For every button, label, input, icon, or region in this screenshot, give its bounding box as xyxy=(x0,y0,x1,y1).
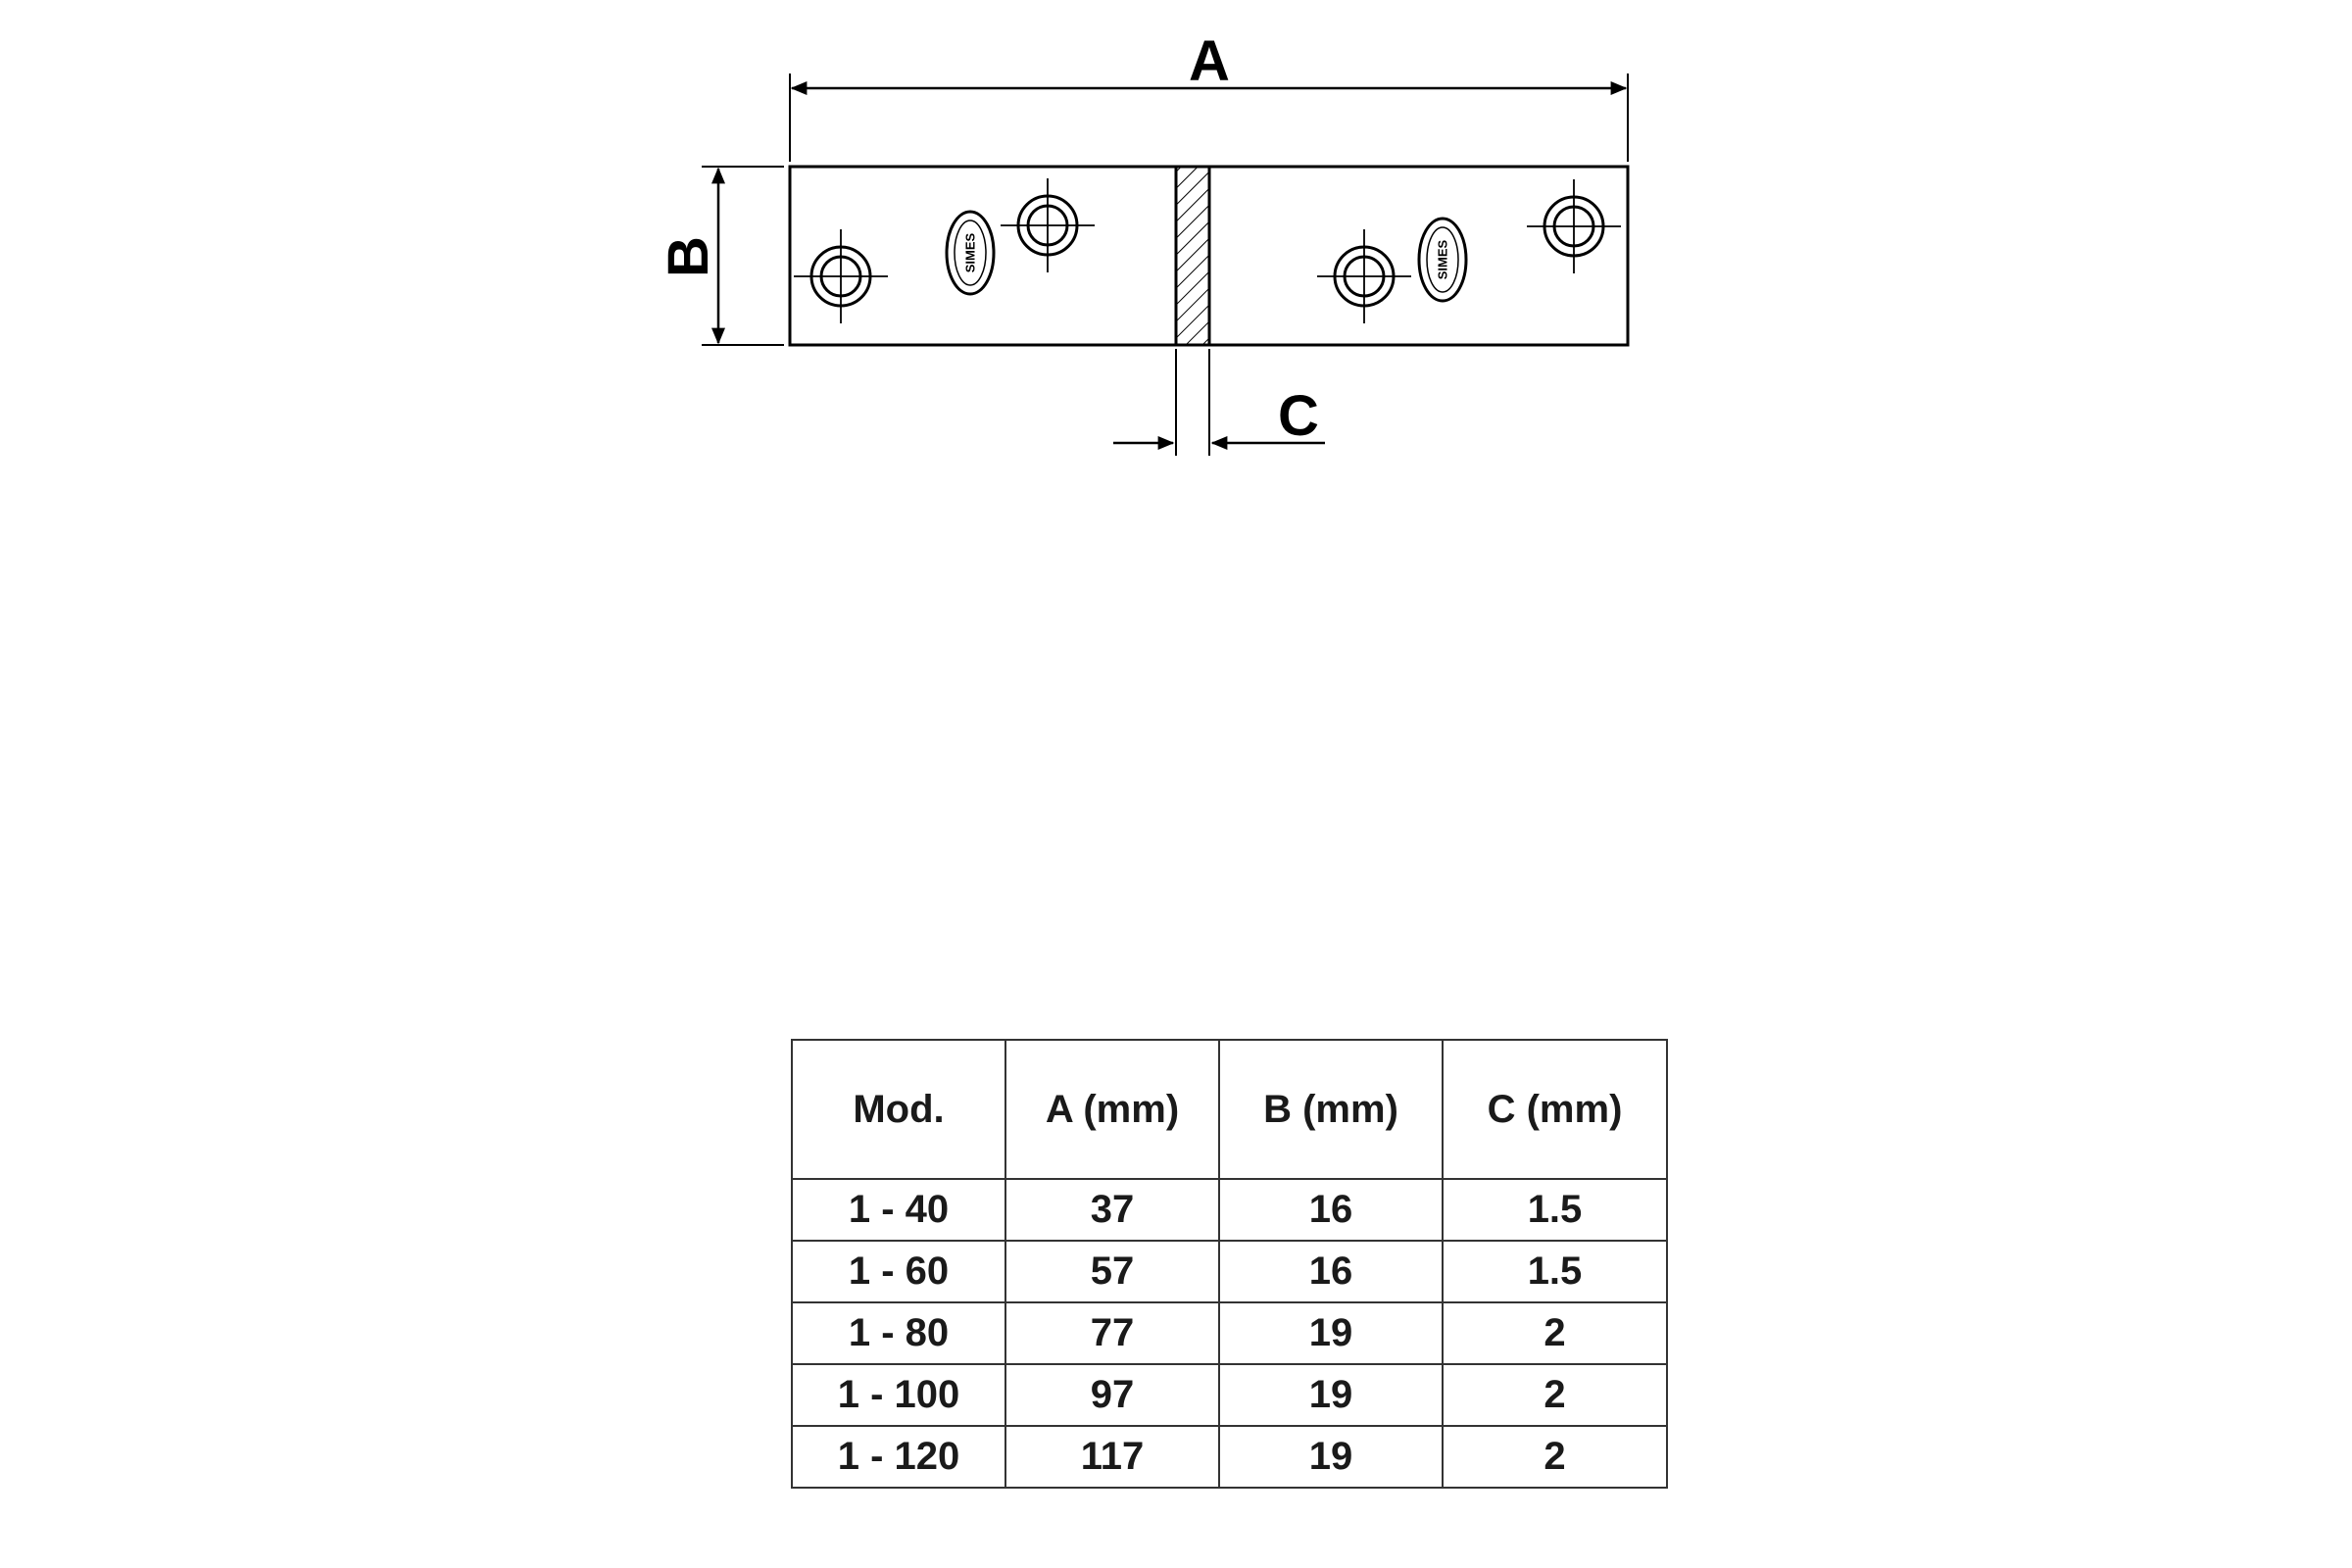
cell-model: 1 - 60 xyxy=(791,1240,1006,1303)
dimension-b: B xyxy=(657,166,784,346)
table-row: 1 - 100 97 19 2 xyxy=(791,1363,1668,1427)
brand-logo: SIMES xyxy=(945,210,996,296)
cell-a: 77 xyxy=(1004,1301,1220,1365)
cell-b: 19 xyxy=(1218,1301,1444,1365)
cell-b: 16 xyxy=(1218,1240,1444,1303)
cell-c: 2 xyxy=(1442,1425,1668,1489)
dimension-a: A xyxy=(789,29,1629,162)
table-header-row: Mod. A (mm) B (mm) C (mm) xyxy=(791,1039,1668,1180)
cell-c: 2 xyxy=(1442,1363,1668,1427)
dimension-c: C xyxy=(1113,349,1325,456)
hinge-technical-drawing: A B C xyxy=(657,29,1630,456)
cell-model: 1 - 120 xyxy=(791,1425,1006,1489)
table-row: 1 - 40 37 16 1.5 xyxy=(791,1178,1668,1242)
dimension-c-label: C xyxy=(1278,384,1319,448)
cell-model: 1 - 100 xyxy=(791,1363,1006,1427)
cell-a: 57 xyxy=(1004,1240,1220,1303)
table-row: 1 - 60 57 16 1.5 xyxy=(791,1240,1668,1303)
header-a-mm: A (mm) xyxy=(1004,1039,1220,1180)
screw-hole xyxy=(1527,179,1621,273)
svg-text:SIMES: SIMES xyxy=(1436,239,1450,279)
header-c-mm: C (mm) xyxy=(1442,1039,1668,1180)
cell-c: 1.5 xyxy=(1442,1178,1668,1242)
header-model: Mod. xyxy=(791,1039,1006,1180)
cell-a: 117 xyxy=(1004,1425,1220,1489)
cell-model: 1 - 80 xyxy=(791,1301,1006,1365)
cell-model: 1 - 40 xyxy=(791,1178,1006,1242)
header-b-mm: B (mm) xyxy=(1218,1039,1444,1180)
cell-b: 19 xyxy=(1218,1363,1444,1427)
cell-c: 1.5 xyxy=(1442,1240,1668,1303)
dimension-b-label: B xyxy=(657,236,720,277)
hinge-barrel xyxy=(1174,165,1211,347)
screw-hole xyxy=(794,229,888,323)
svg-text:SIMES: SIMES xyxy=(963,232,978,272)
screw-hole xyxy=(1317,229,1411,323)
table-row: 1 - 120 117 19 2 xyxy=(791,1425,1668,1489)
cell-b: 19 xyxy=(1218,1425,1444,1489)
screw-hole xyxy=(1001,178,1095,272)
dimensions-table: Mod. A (mm) B (mm) C (mm) 1 - 40 37 16 1… xyxy=(791,1039,1668,1489)
cell-b: 16 xyxy=(1218,1178,1444,1242)
table-row: 1 - 80 77 19 2 xyxy=(791,1301,1668,1365)
cell-a: 37 xyxy=(1004,1178,1220,1242)
cell-c: 2 xyxy=(1442,1301,1668,1365)
dimension-a-label: A xyxy=(1189,29,1230,93)
brand-logo: SIMES xyxy=(1417,217,1468,303)
cell-a: 97 xyxy=(1004,1363,1220,1427)
